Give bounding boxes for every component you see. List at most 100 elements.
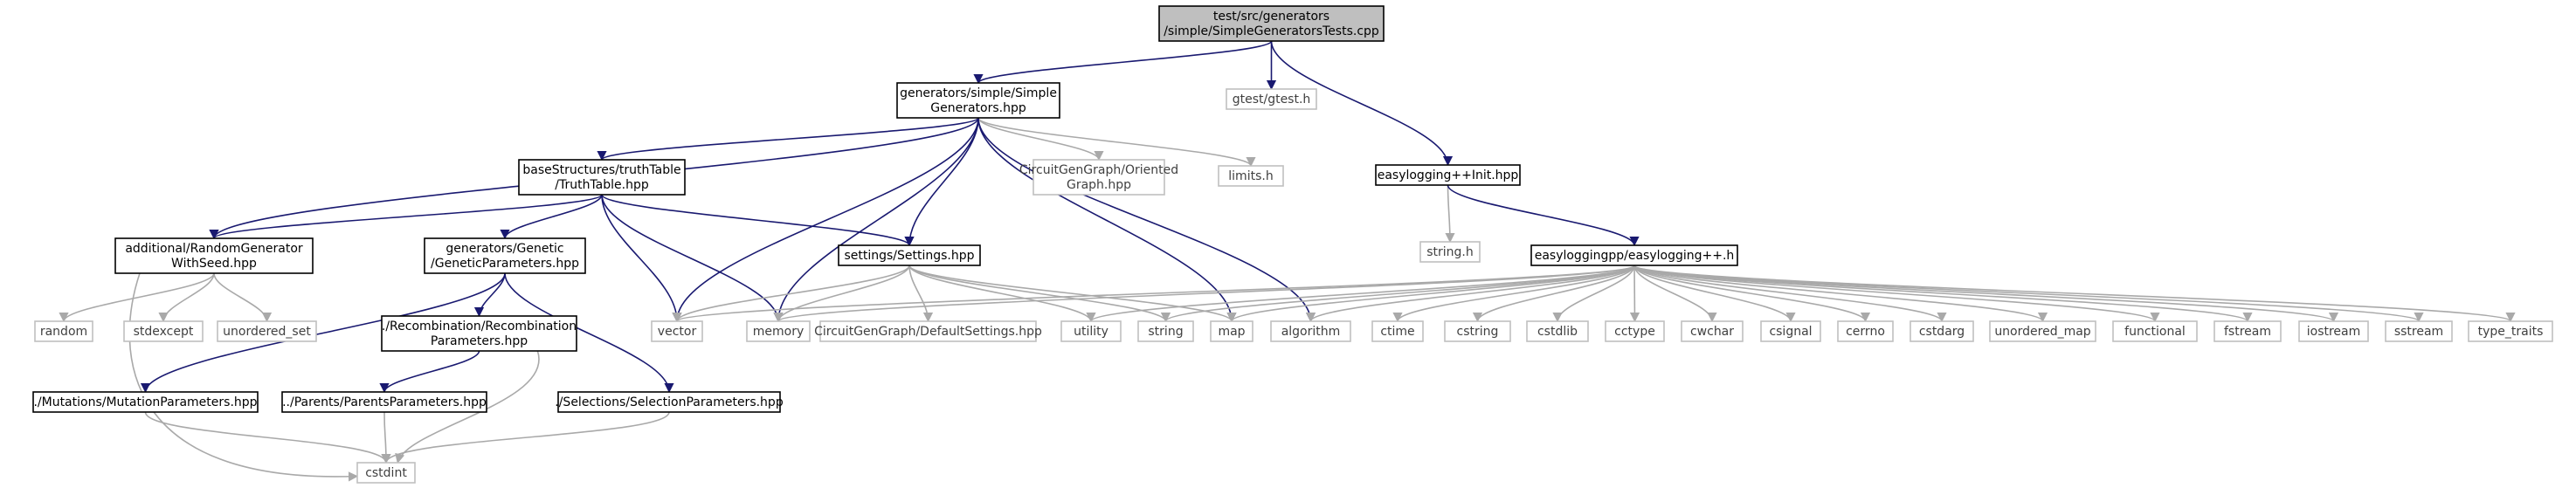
node-iostream[interactable]: iostream bbox=[2298, 320, 2369, 342]
node-string[interactable]: string bbox=[1137, 320, 1194, 342]
node-box bbox=[1137, 320, 1194, 342]
edge-genetic-params-to-selection-params bbox=[504, 272, 674, 394]
node-cstdarg[interactable]: cstdarg bbox=[1910, 320, 1974, 342]
node-box bbox=[651, 320, 703, 342]
node-recombination-recombinationparameters-hpp[interactable]: ./Recombination/RecombinationParameters.… bbox=[381, 315, 577, 352]
node-box bbox=[1210, 320, 1253, 342]
node-label: /TruthTable.hpp bbox=[555, 178, 649, 192]
node-label: utility bbox=[1074, 325, 1108, 339]
node-vector[interactable]: vector bbox=[651, 320, 703, 342]
edge-easylogging-to-string bbox=[1161, 265, 1635, 323]
node-label: fstream bbox=[2224, 325, 2271, 339]
node-basestructures-truthtable-truthtable-hpp[interactable]: baseStructures/truthTable/TruthTable.hpp bbox=[518, 159, 686, 196]
node-label: vector bbox=[658, 325, 697, 339]
edge-settings-to-map bbox=[908, 265, 1237, 323]
node-unordered-map[interactable]: unordered_map bbox=[1989, 320, 2096, 342]
node-cctype[interactable]: cctype bbox=[1605, 320, 1665, 342]
edge-easylogging-to-iostream bbox=[1633, 265, 2338, 323]
node-selections-selectionparameters-hpp[interactable]: ./Selections/SelectionParameters.hpp bbox=[555, 391, 784, 413]
node-generators-simple-simplegenerators-hpp[interactable]: generators/simple/SimpleGenerators.hpp bbox=[896, 82, 1060, 119]
node-type-traits[interactable]: type_traits bbox=[2468, 320, 2553, 342]
node-box bbox=[1060, 320, 1122, 342]
node-label: generators/simple/Simple bbox=[900, 86, 1057, 100]
node-label: Graph.hpp bbox=[1067, 178, 1131, 192]
node-box bbox=[1605, 320, 1665, 342]
node-gtest-gtest-h[interactable]: gtest/gtest.h bbox=[1226, 88, 1317, 110]
edge-truth-table-to-genetic-params bbox=[500, 194, 603, 240]
node-parents-parentsparameters-hpp[interactable]: ../Parents/ParentsParameters.hpp bbox=[281, 391, 487, 413]
node-easylogging-init-hpp[interactable]: easylogging++Init.hpp bbox=[1375, 164, 1521, 186]
node-cerrno[interactable]: cerrno bbox=[1837, 320, 1894, 342]
node-label: type_traits bbox=[2478, 325, 2544, 339]
node-box bbox=[518, 159, 686, 196]
node-box bbox=[1375, 164, 1521, 186]
node-test-src-generators-simple-simplegeneratorstests-cpp[interactable]: test/src/generators/simple/SimpleGenerat… bbox=[1158, 5, 1385, 42]
node-label: iostream bbox=[2307, 325, 2361, 339]
node-functional[interactable]: functional bbox=[2112, 320, 2198, 342]
node-label: ./Selections/SelectionParameters.hpp bbox=[555, 395, 784, 409]
node-box bbox=[2298, 320, 2369, 342]
edge-easy-init-to-easylogging bbox=[1447, 184, 1640, 247]
node-label: gtest/gtest.h bbox=[1233, 93, 1311, 107]
node-circuitgengraph-defaultsettings-hpp[interactable]: CircuitGenGraph/DefaultSettings.hpp bbox=[814, 320, 1042, 342]
node-algorithm[interactable]: algorithm bbox=[1270, 320, 1351, 342]
node-csignal[interactable]: csignal bbox=[1760, 320, 1821, 342]
node-box bbox=[424, 237, 586, 274]
node-cstdlib[interactable]: cstdlib bbox=[1526, 320, 1589, 342]
node-cstring[interactable]: cstring bbox=[1444, 320, 1511, 342]
node-mutations-mutationparameters-hpp[interactable]: ./Mutations/MutationParameters.hpp bbox=[32, 391, 259, 413]
node-map[interactable]: map bbox=[1210, 320, 1253, 342]
node-box bbox=[1910, 320, 1974, 342]
node-box bbox=[217, 320, 317, 342]
node-box bbox=[2213, 320, 2282, 342]
node-limits-h[interactable]: limits.h bbox=[1218, 165, 1284, 187]
node-ctime[interactable]: ctime bbox=[1371, 320, 1424, 342]
node-label: string bbox=[1148, 325, 1183, 339]
node-box bbox=[746, 320, 811, 342]
node-box bbox=[1218, 165, 1284, 187]
node-memory[interactable]: memory bbox=[746, 320, 811, 342]
node-string-h[interactable]: string.h bbox=[1419, 241, 1481, 263]
node-label: cstring bbox=[1457, 325, 1499, 339]
node-box bbox=[123, 320, 204, 342]
edge-easylogging-to-cwchar bbox=[1633, 265, 1717, 323]
node-fstream[interactable]: fstream bbox=[2213, 320, 2282, 342]
node-settings-settings-hpp[interactable]: settings/Settings.hpp bbox=[838, 244, 981, 266]
node-box bbox=[1444, 320, 1511, 342]
node-utility[interactable]: utility bbox=[1060, 320, 1122, 342]
node-label: cstdint bbox=[365, 466, 407, 480]
node-box bbox=[1526, 320, 1589, 342]
node-label: ./Mutations/MutationParameters.hpp bbox=[33, 395, 257, 409]
node-box bbox=[1760, 320, 1821, 342]
node-easyloggingpp-easylogging-h[interactable]: easyloggingpp/easylogging++.h bbox=[1530, 244, 1738, 266]
node-box bbox=[1530, 244, 1738, 266]
node-cstdint[interactable]: cstdint bbox=[356, 462, 416, 484]
edge-easylogging-to-algorithm bbox=[1306, 265, 1635, 323]
node-generators-genetic-geneticparameters-hpp[interactable]: generators/Genetic/GeneticParameters.hpp bbox=[424, 237, 586, 274]
node-label: test/src/generators bbox=[1213, 10, 1329, 24]
node-random[interactable]: random bbox=[34, 320, 93, 342]
node-label: map bbox=[1218, 325, 1245, 339]
node-label: unordered_map bbox=[1994, 325, 2090, 339]
node-label: sstream bbox=[2394, 325, 2443, 339]
node-label: additional/RandomGenerator bbox=[125, 242, 303, 256]
node-label: memory bbox=[753, 325, 805, 339]
node-stdexcept[interactable]: stdexcept bbox=[123, 320, 204, 342]
node-box bbox=[356, 462, 416, 484]
node-box bbox=[1270, 320, 1351, 342]
edge-parents-params-to-cstdint bbox=[381, 411, 391, 464]
node-unordered-set[interactable]: unordered_set bbox=[217, 320, 317, 342]
node-sstream[interactable]: sstream bbox=[2385, 320, 2453, 342]
edge-simple-gen-to-settings bbox=[904, 117, 979, 247]
edge-easylogging-to-functional bbox=[1633, 265, 2160, 323]
node-cwchar[interactable]: cwchar bbox=[1681, 320, 1744, 342]
edge-mutation-params-to-cstdint bbox=[144, 411, 391, 464]
node-label: CircuitGenGraph/Oriented bbox=[1019, 163, 1178, 177]
node-box bbox=[2385, 320, 2453, 342]
node-label: csignal bbox=[1769, 325, 1812, 339]
edge-easylogging-to-cstdlib bbox=[1552, 265, 1635, 323]
node-label: string.h bbox=[1426, 245, 1474, 259]
